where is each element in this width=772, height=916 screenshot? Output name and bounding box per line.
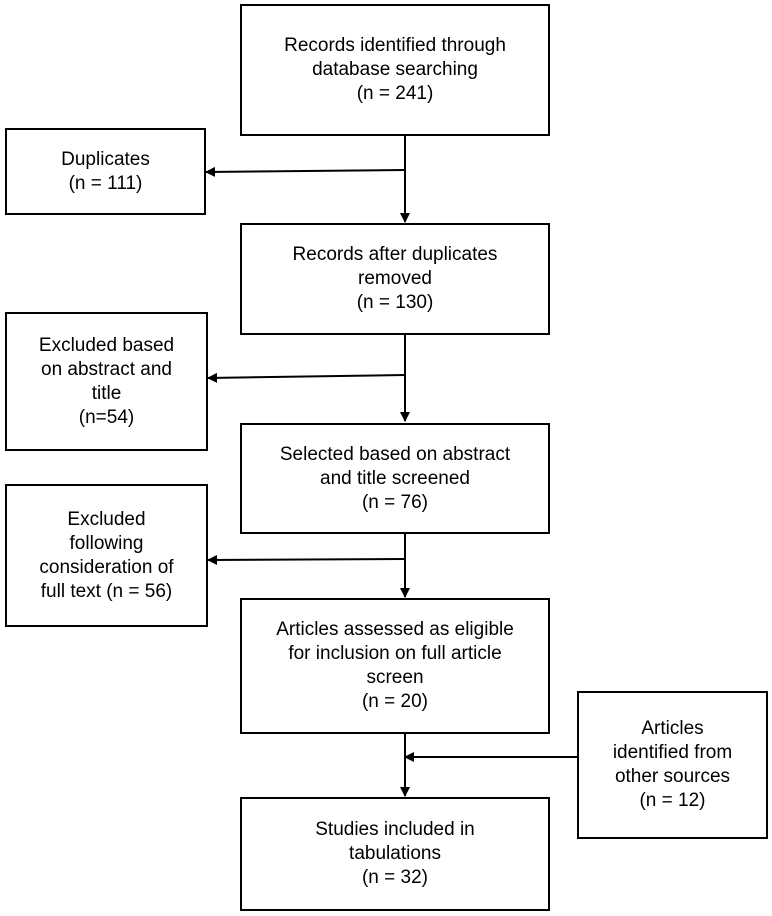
box-text-line: (n = 12)	[639, 790, 706, 811]
box-text-line: full text (n = 56)	[40, 580, 173, 602]
box-records-after-duplicates: Records after duplicates removed (n = 130)	[240, 223, 550, 335]
box-duplicates: Duplicates(n = 111)	[5, 128, 206, 215]
box-text-line: Articles	[641, 718, 704, 739]
box-text-line: following	[69, 532, 144, 554]
arrow-to-excluded-abstract	[207, 372, 406, 383]
box-text-line: (n = 76)	[361, 491, 428, 513]
box-text-line: (n = 241)	[356, 83, 434, 104]
box-records-identified: Records identified through database searc…	[240, 4, 550, 136]
box-text-line: identified from	[612, 742, 733, 763]
box-text-line: Excluded	[67, 508, 146, 530]
box-text-line: Excluded based	[38, 334, 175, 356]
box-other-sources: Articles identified from other sources (n =…	[577, 691, 768, 839]
box-text-line: Studies included in	[315, 819, 475, 840]
box-text-line: title	[91, 382, 122, 404]
box-text-line: on abstract and	[41, 358, 172, 380]
box-text-line: Selected based on abstract	[279, 443, 511, 465]
box-text-line: and title screened	[320, 467, 470, 489]
box-text-line: database searching	[312, 59, 478, 80]
box-text-line: removed	[358, 268, 432, 289]
box-text-line: Duplicates	[61, 148, 150, 170]
box-text-line: (n = 32)	[361, 867, 428, 888]
box-text-line: (n = 111)	[68, 172, 143, 194]
box-text-line: Articles assessed as eligible	[276, 619, 514, 640]
box-text-line: for inclusion on full article	[288, 643, 502, 664]
box-text-line: (n=54)	[78, 406, 135, 428]
box-text-line: (n = 130)	[356, 292, 434, 313]
box-studies-included: Studies included in tabulations (n = 32)	[240, 797, 550, 911]
box-articles-eligible: Articles assessed as eligible for inclusi…	[240, 598, 550, 734]
arrow-to-duplicates	[205, 166, 406, 177]
box-text-line: Records identified through	[284, 35, 506, 56]
box-text-line: (n = 20)	[361, 691, 428, 712]
box-text-line: other sources	[614, 766, 731, 787]
arrow-to-excluded-fulltext	[207, 554, 406, 565]
box-text-line: Records after duplicates	[292, 244, 498, 265]
box-text-line: screen	[366, 667, 424, 688]
box-text-line: consideration of	[39, 556, 174, 578]
box-text-line: tabulations	[349, 843, 441, 864]
